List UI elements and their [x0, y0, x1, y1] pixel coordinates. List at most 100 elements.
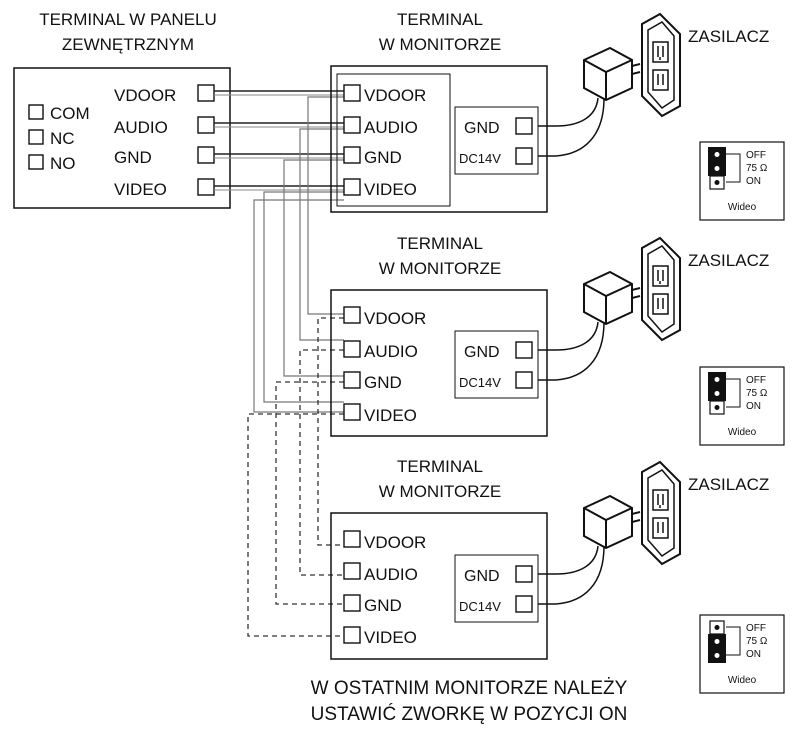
monitor-3-vdoor-label: VDOOR	[364, 533, 426, 552]
monitor-2-audio-label: AUDIO	[364, 342, 418, 361]
jumper-block-1-label-2: 75 Ω	[746, 163, 768, 174]
footer-note-line-1: W OSTATNIM MONITORZE NALEŻY	[311, 678, 628, 699]
monitor-3: TERMINAL W MONITORZE VDOOR AUDIO GND VID…	[330, 457, 548, 660]
jumper-block-3-pin-dot	[714, 625, 720, 630]
monitor-3-gnd-terminal	[343, 594, 361, 612]
outdoor-panel-box	[13, 67, 231, 209]
monitor-2-gnd-label: GND	[364, 373, 402, 392]
jumper-block-3-covered-dot	[714, 639, 720, 644]
monitor-3-video-label: VIDEO	[364, 628, 417, 647]
jumper-block-3-cap	[708, 634, 726, 663]
outdoor-audio-label: AUDIO	[114, 118, 168, 137]
outdoor-gnd-label: GND	[114, 148, 152, 167]
monitor-1-title-2: W MONITORZE	[379, 35, 501, 54]
jumper-block-1-cap	[708, 147, 726, 176]
monitor-2-dc14v-label: DC14V	[459, 375, 501, 390]
monitor-1-gnd-label: GND	[364, 148, 402, 167]
monitor-3-vdoor-terminal	[343, 530, 361, 548]
monitor-2-dc14v-terminal	[515, 371, 533, 389]
jumper-block-1-pin-dot	[714, 180, 720, 185]
com-terminal	[28, 104, 44, 120]
monitor-2-video-terminal	[343, 403, 361, 421]
no-label: NO	[50, 154, 76, 173]
power-adapter-1-icon	[583, 13, 681, 117]
jumper-block-1-bracket	[726, 153, 741, 183]
power-supply-3: ZASILACZ	[538, 461, 769, 605]
monitor-2-gnd-power-label: GND	[464, 344, 500, 361]
power-supply-3-label: ZASILACZ	[688, 475, 769, 494]
jumper-block-1-covered-dot	[714, 166, 720, 171]
monitor-1-audio-terminal	[343, 116, 361, 134]
monitor-1-gnd-power-terminal	[515, 117, 533, 135]
jumper-block-3-label-3: ON	[746, 649, 761, 660]
monitor-3-gnd-label: GND	[364, 596, 402, 615]
wires-monitor-2-to-3	[247, 317, 344, 637]
monitor-1-vdoor-terminal	[343, 84, 361, 102]
monitor-1-box	[330, 65, 548, 213]
monitor-1-audio-label: AUDIO	[364, 118, 418, 137]
monitor-3-dc14v-terminal	[515, 595, 533, 613]
outdoor-panel: TERMINAL W PANELU ZEWNĘTRZNYM COM NC NO …	[13, 10, 231, 209]
monitor-2-gnd-terminal	[343, 371, 361, 389]
monitor-2-power-block	[454, 330, 539, 399]
monitor-1-dc14v-terminal	[515, 147, 533, 165]
jumper-block-2-pin-dot	[714, 405, 720, 410]
monitor-2: TERMINAL W MONITORZE VDOOR AUDIO GND VID…	[330, 234, 548, 437]
monitor-2-gnd-power-terminal	[515, 341, 533, 359]
monitor-2-video-label: VIDEO	[364, 406, 417, 425]
footer-note-line-2: USTAWIĆ ZWORKĘ W POZYCJI ON	[311, 703, 628, 725]
jumper-block-2-label-1: OFF	[746, 375, 766, 386]
monitor-2-vdoor-terminal	[343, 306, 361, 324]
monitor-2-title-1: TERMINAL	[397, 234, 483, 253]
monitor-3-power-block	[454, 554, 539, 623]
jumper-block-2-bracket	[726, 378, 741, 408]
power-supply-1-label: ZASILACZ	[688, 27, 769, 46]
wires-monitor-1-to-2	[253, 96, 344, 413]
jumper-block-1: OFF 75 Ω ON Wideo	[699, 141, 785, 221]
outdoor-panel-title-1: TERMINAL W PANELU	[39, 10, 217, 29]
jumper-block-1-caption: Wideo	[728, 202, 757, 213]
monitor-2-box	[330, 289, 548, 437]
outdoor-vdoor-label: VDOOR	[114, 86, 176, 105]
monitor-3-audio-label: AUDIO	[364, 565, 418, 584]
no-terminal	[28, 154, 44, 170]
monitor-1-vdoor-label: VDOOR	[364, 86, 426, 105]
monitor-1-video-label: VIDEO	[364, 180, 417, 199]
outdoor-panel-title-2: ZEWNĘTRZNYM	[62, 35, 194, 54]
monitor-3-box	[330, 512, 548, 660]
jumper-block-2-covered-dot	[714, 391, 720, 396]
outdoor-audio-terminal	[197, 116, 215, 134]
com-label: COM	[50, 104, 90, 123]
jumper-block-3-covered-dot	[714, 653, 720, 658]
monitor-1-video-terminal	[343, 178, 361, 196]
power-adapter-2-icon	[583, 237, 681, 341]
monitor-3-audio-terminal	[343, 562, 361, 580]
monitor-1-power-block	[454, 106, 539, 175]
power-supply-1: ZASILACZ	[538, 13, 769, 157]
jumper-block-1-covered-dot	[714, 152, 720, 157]
wires-panel-to-monitor-1	[214, 90, 344, 191]
monitor-1-dc14v-label: DC14V	[459, 151, 501, 166]
monitor-2-audio-terminal	[343, 340, 361, 358]
monitor-3-gnd-power-terminal	[515, 565, 533, 583]
monitor-1-title-1: TERMINAL	[397, 10, 483, 29]
jumper-block-1-label-3: ON	[746, 176, 761, 187]
power-supply-2-label: ZASILACZ	[688, 251, 769, 270]
jumper-block-2-cap	[708, 372, 726, 401]
monitor-1-gnd-power-label: GND	[464, 120, 500, 137]
outdoor-vdoor-terminal	[197, 84, 215, 102]
jumper-block-3-label-1: OFF	[746, 623, 766, 634]
power-supply-2: ZASILACZ	[538, 237, 769, 381]
power-adapter-3-icon	[583, 461, 681, 565]
monitor-3-dc14v-label: DC14V	[459, 599, 501, 614]
monitor-1: TERMINAL W MONITORZE VDOOR AUDIO GND VID…	[330, 10, 548, 213]
monitor-1-gnd-terminal	[343, 146, 361, 164]
outdoor-gnd-terminal	[197, 146, 215, 164]
monitor-2-vdoor-label: VDOOR	[364, 309, 426, 328]
outdoor-video-label: VIDEO	[114, 180, 167, 199]
jumper-block-1-label-1: OFF	[746, 150, 766, 161]
